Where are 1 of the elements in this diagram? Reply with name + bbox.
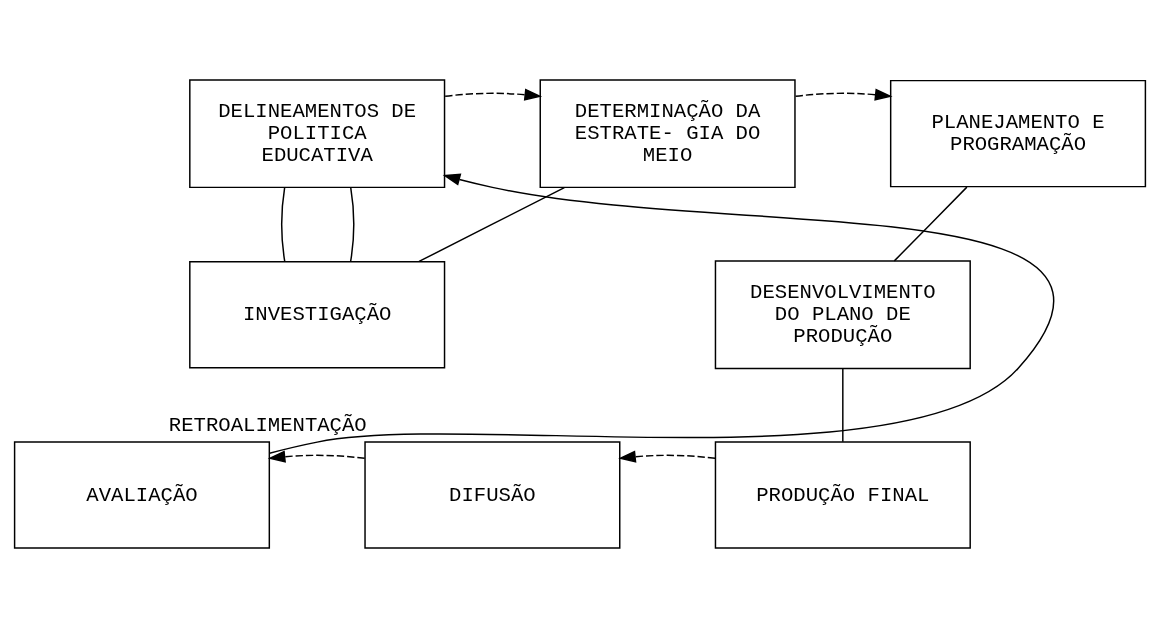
edge-label: RETROALIMENTAÇÃO <box>168 413 367 437</box>
